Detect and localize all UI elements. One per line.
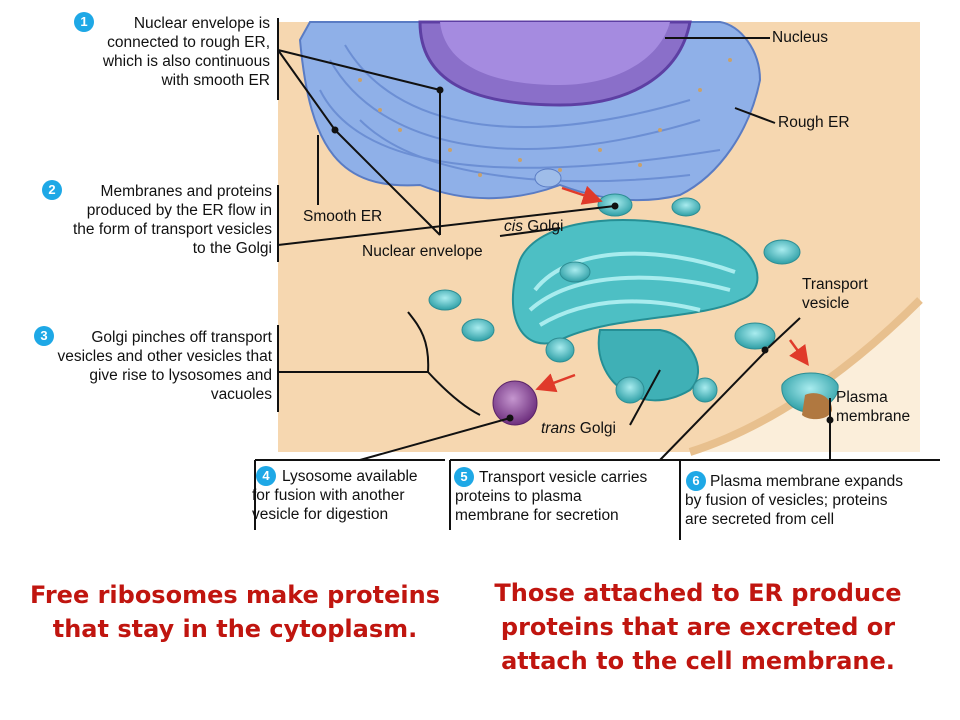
- vesicle-to-membrane-arrow: [788, 339, 809, 367]
- step-3-line: give rise to lysosomes and: [89, 367, 272, 384]
- step-2-line: the form of transport vesicles: [73, 221, 272, 238]
- step-6-line: are secreted from cell: [685, 511, 835, 528]
- step-5-badge: 5: [454, 467, 474, 487]
- step-2-line: produced by the ER flow in: [86, 202, 272, 219]
- caption-right-line: attach to the cell membrane.: [501, 647, 895, 675]
- step-6-line: Plasma membrane expands: [710, 473, 903, 490]
- nucleus-inner: [440, 22, 670, 85]
- step-4-line: Lysosome available: [282, 468, 418, 485]
- step-3-text: Golgi pinches off transport vesicles and…: [10, 328, 272, 404]
- step-5-line: Transport vesicle carries: [479, 469, 648, 486]
- step-6-line: by fusion of vesicles; proteins: [685, 492, 888, 509]
- label-trans-golgi: trans Golgi: [541, 420, 616, 438]
- caption-left-line: that stay in the cytoplasm.: [52, 615, 418, 643]
- cis-golgi-word: Golgi: [527, 218, 564, 235]
- step-5-line: proteins to plasma: [455, 488, 582, 505]
- label-smooth-er: Smooth ER: [303, 208, 383, 225]
- er-transport-vesicles: [534, 168, 701, 217]
- caption-right-line: Those attached to ER produce: [494, 579, 902, 607]
- plasma-membrane-line-1: Plasma: [836, 389, 888, 406]
- secretion-blob: [802, 393, 832, 420]
- step-3-line: vacuoles: [210, 386, 272, 403]
- label-nuclear-envelope: Nuclear envelope: [362, 243, 483, 260]
- transport-vesicle-line-2: vesicle: [802, 295, 850, 312]
- leader-dots: [331, 86, 834, 424]
- label-rough-er: Rough ER: [778, 114, 850, 131]
- step-1-badge: 1: [74, 12, 94, 32]
- step-2-badge: 2: [42, 180, 62, 200]
- step-3-badge: 3: [34, 326, 54, 346]
- step-2-text: Membranes and proteins produced by the E…: [20, 182, 272, 258]
- cis-prefix: cis: [504, 218, 523, 235]
- label-plasma-membrane: Plasma membrane: [836, 388, 910, 426]
- step-4-badge: 4: [256, 466, 276, 486]
- step-1-text: Nuclear envelope is connected to rough E…: [40, 14, 270, 90]
- step-2-line: Membranes and proteins: [100, 183, 272, 200]
- er-cisternae: [319, 44, 721, 183]
- step-4-line: vesicle for digestion: [252, 506, 389, 523]
- label-transport-vesicle: Transport vesicle: [802, 275, 868, 313]
- step-2-line: to the Golgi: [192, 240, 272, 257]
- caption-attached-ribosomes: Those attached to ER produce proteins th…: [478, 576, 918, 678]
- leader-lines: [254, 18, 940, 540]
- step-1-line: Nuclear envelope is: [133, 15, 270, 32]
- step-3-line: vesicles and other vesicles that: [57, 348, 272, 365]
- lysosome: [492, 380, 538, 426]
- step-5-line: membrane for secretion: [455, 507, 619, 524]
- golgi-vesicles: [428, 239, 801, 404]
- caption-free-ribosomes: Free ribosomes make proteins that stay i…: [20, 578, 450, 646]
- caption-left-line: Free ribosomes make proteins: [29, 581, 441, 609]
- step-4-text: Lysosome available for fusion with anoth…: [252, 467, 442, 524]
- label-cis-golgi: cis Golgi: [504, 218, 563, 236]
- step-1-line: with smooth ER: [161, 72, 270, 89]
- step-6-text: Plasma membrane expands by fusion of ves…: [685, 472, 950, 529]
- extracellular-region: [690, 300, 920, 452]
- caption-right-line: proteins that are excreted or: [500, 613, 896, 641]
- transport-vesicle-line-1: Transport: [802, 276, 868, 293]
- step-1-line: which is also continuous: [102, 53, 270, 70]
- step-1-line: connected to rough ER,: [107, 34, 270, 51]
- ribosomes: [358, 58, 732, 177]
- golgi-to-lysosome-arrow: [535, 373, 576, 393]
- label-nucleus: Nucleus: [772, 29, 828, 46]
- step-3-line: Golgi pinches off transport: [91, 329, 272, 346]
- step-6-badge: 6: [686, 471, 706, 491]
- plasma-membrane-line-2: membrane: [836, 408, 911, 425]
- step-4-line: for fusion with another: [252, 487, 405, 504]
- step-5-text: Transport vesicle carries proteins to pl…: [455, 468, 680, 525]
- er-to-golgi-arrow: [561, 185, 603, 205]
- trans-golgi-word: Golgi: [579, 420, 616, 437]
- trans-prefix: trans: [541, 420, 576, 437]
